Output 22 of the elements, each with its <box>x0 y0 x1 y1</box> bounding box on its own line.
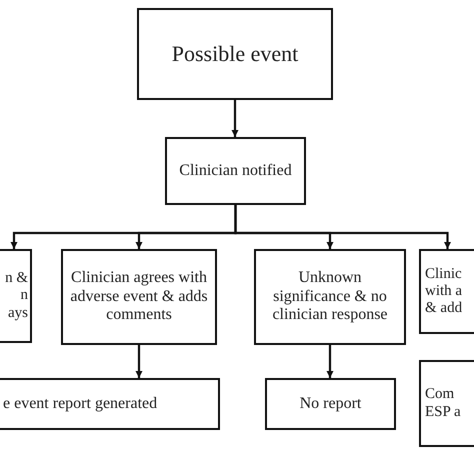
process-box <box>254 249 406 345</box>
node-text: No report <box>300 394 362 414</box>
node-text: Possible event <box>172 41 298 67</box>
node-text: Unknown significance & no clinician response <box>271 269 389 325</box>
start-box <box>137 8 333 100</box>
process-box <box>0 378 220 430</box>
arrow <box>234 205 451 249</box>
process-box <box>419 360 474 447</box>
node-text: Clinician notified <box>179 162 292 180</box>
node-text: n & n ays <box>4 270 28 322</box>
process-box <box>61 249 217 345</box>
process-box <box>419 249 474 334</box>
process-box <box>0 249 32 343</box>
node-text: Com ESP a <box>425 386 462 421</box>
arrow <box>232 100 238 137</box>
node-text: Clinic with a & add <box>425 266 464 318</box>
node-text: e event report generated <box>3 394 158 414</box>
arrow <box>326 345 334 378</box>
process-box <box>165 137 306 205</box>
node-text: Clinician agrees with adverse event & adds comments <box>69 269 209 325</box>
process-box <box>265 378 396 430</box>
arrow <box>136 345 142 378</box>
